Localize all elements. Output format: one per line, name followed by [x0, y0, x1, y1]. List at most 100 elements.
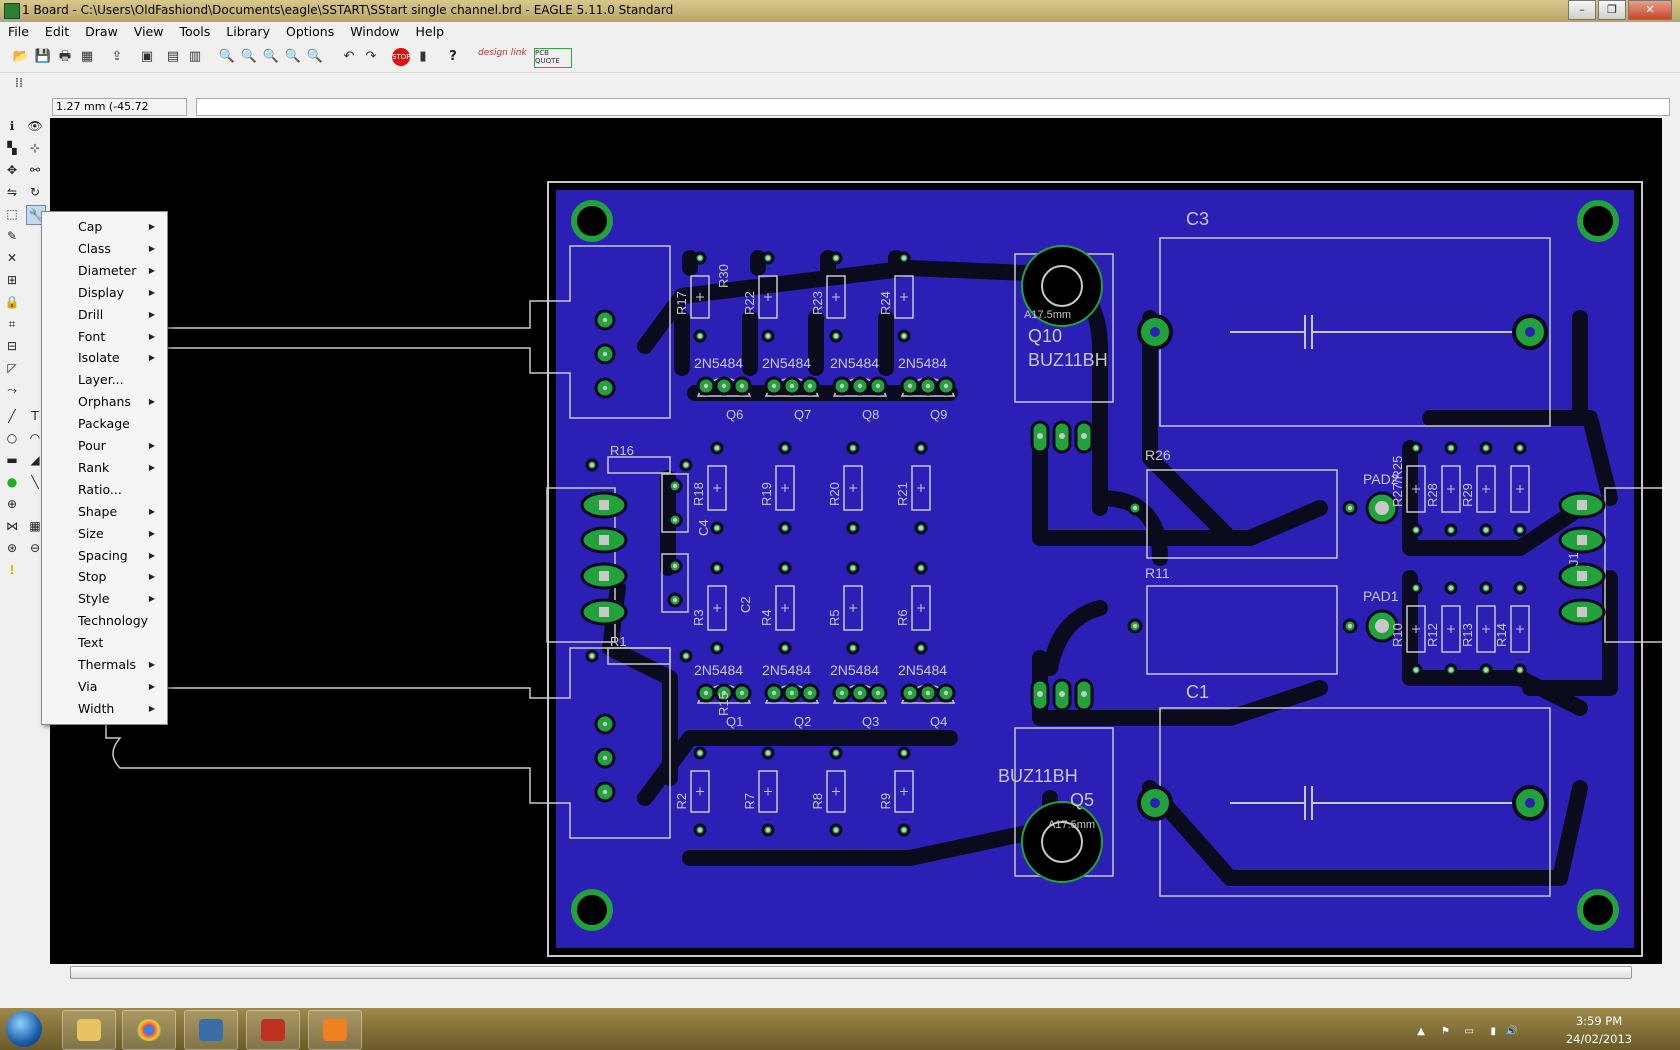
copy-icon[interactable]: ⚯ — [29, 163, 41, 177]
menu-item-package[interactable]: Package — [43, 413, 165, 434]
menu-item-thermals[interactable]: Thermals▶ — [43, 654, 165, 675]
vertical-scrollbar[interactable] — [1662, 118, 1680, 964]
zoom-select-icon[interactable]: 🔍 — [306, 49, 324, 64]
export-icon[interactable]: ⇪ — [111, 49, 123, 64]
menu-library[interactable]: Library — [226, 24, 270, 39]
save-icon[interactable]: 💾 — [34, 49, 52, 64]
menu-window[interactable]: Window — [350, 24, 400, 39]
taskbar-explorer[interactable] — [62, 1010, 116, 1050]
menu-item-class[interactable]: Class▶ — [43, 238, 165, 259]
menu-item-isolate[interactable]: Isolate▶ — [43, 347, 165, 368]
smash-icon[interactable]: ⊟ — [6, 339, 18, 353]
menu-edit[interactable]: Edit — [44, 24, 70, 39]
menu-item-via[interactable]: Via▶ — [43, 676, 165, 697]
tray-date[interactable]: 24/02/2013 — [1565, 1032, 1633, 1046]
design-link-button[interactable]: design link — [478, 48, 527, 58]
zoom-fit-icon[interactable]: 🔍 — [218, 49, 236, 64]
ratsnest-icon[interactable]: ⋈ — [6, 519, 18, 533]
menu-item-font[interactable]: Font▶ — [43, 326, 165, 347]
paste-icon[interactable]: ✎ — [6, 229, 18, 243]
menu-item-cap[interactable]: Cap▶ — [43, 216, 165, 237]
menu-item-orphans[interactable]: Orphans▶ — [43, 391, 165, 412]
drc-icon[interactable]: ⊛ — [6, 541, 18, 555]
miter-icon[interactable]: ◸ — [7, 361, 17, 375]
zoom-out-icon[interactable]: 🔍 — [262, 49, 280, 64]
wire-icon[interactable]: ╱ — [8, 409, 16, 423]
pcb-quote-button[interactable]: PCB QUOTE — [534, 48, 572, 68]
info-icon[interactable]: ℹ — [9, 119, 15, 133]
text-icon[interactable]: T — [31, 409, 39, 423]
menu-item-size[interactable]: Size▶ — [43, 523, 165, 544]
close-button[interactable]: ✕ — [1628, 0, 1672, 20]
help-icon[interactable]: ? — [449, 49, 457, 64]
rect-icon[interactable]: ▬ — [6, 453, 18, 467]
menu-item-style[interactable]: Style▶ — [43, 588, 165, 609]
menu-item-technology[interactable]: Technology — [43, 610, 165, 631]
menu-tools[interactable]: Tools — [179, 24, 211, 39]
display-icon[interactable]: ▚ — [7, 141, 17, 155]
minimize-button[interactable]: – — [1568, 0, 1596, 20]
menu-item-width[interactable]: Width▶ — [43, 698, 165, 719]
maximize-button[interactable]: ❐ — [1598, 0, 1626, 20]
rotate-icon[interactable]: ↻ — [29, 185, 41, 199]
errors-icon[interactable]: ⊖ — [29, 541, 41, 555]
undo-icon[interactable]: ↶ — [343, 49, 355, 64]
print-icon[interactable]: 🖶 — [58, 49, 72, 64]
route-icon[interactable]: ⤳ — [7, 383, 17, 397]
go-icon[interactable]: ▮ — [419, 49, 427, 64]
circle-icon[interactable]: ○ — [6, 431, 18, 445]
zoom-in-icon[interactable]: 🔍 — [240, 49, 258, 64]
warning-icon[interactable]: ! — [9, 563, 15, 577]
stop-icon[interactable]: STOP — [392, 48, 410, 66]
show-icon[interactable]: 👁 — [27, 119, 43, 133]
library-icon[interactable]: ▣ — [140, 49, 154, 64]
cam-icon[interactable]: ▦ — [80, 49, 94, 64]
menu-item-stop[interactable]: Stop▶ — [43, 566, 165, 587]
mirror-icon[interactable]: ⇋ — [6, 185, 18, 199]
taskbar-media[interactable] — [308, 1010, 362, 1050]
group-icon[interactable]: ⬚ — [6, 207, 18, 221]
menu-item-rank[interactable]: Rank▶ — [43, 457, 165, 478]
grid-icon[interactable]: ⁞⁞ — [14, 76, 24, 91]
auto-icon[interactable]: ▦ — [29, 519, 41, 533]
menu-item-spacing[interactable]: Spacing▶ — [43, 545, 165, 566]
tray-volume-icon[interactable]: 🔊 — [1505, 1026, 1518, 1037]
polygon-icon[interactable]: ◢ — [30, 453, 40, 467]
script-icon[interactable]: ▤ — [166, 49, 180, 64]
tray-flag-icon[interactable]: ⚑ — [1441, 1026, 1450, 1037]
command-line-input[interactable] — [196, 98, 1670, 116]
menu-view[interactable]: View — [133, 24, 164, 39]
tray-monitor-icon[interactable]: ▭ — [1464, 1026, 1474, 1037]
menu-item-pour[interactable]: Pour▶ — [43, 435, 165, 456]
redo-icon[interactable]: ↷ — [365, 49, 377, 64]
tray-network-icon[interactable]: ▮ — [1490, 1026, 1496, 1037]
delete-icon[interactable]: ✕ — [6, 251, 18, 265]
menu-help[interactable]: Help — [415, 24, 445, 39]
signal-icon[interactable]: ╲ — [31, 475, 39, 489]
menu-item-shape[interactable]: Shape▶ — [43, 501, 165, 522]
add-icon[interactable]: ⊞ — [6, 273, 18, 287]
taskbar-eagle[interactable] — [246, 1010, 300, 1050]
via-icon[interactable]: ● — [6, 475, 18, 489]
horizontal-scrollbar[interactable] — [50, 964, 1662, 980]
start-button[interactable] — [6, 1011, 42, 1047]
menu-file[interactable]: File — [8, 24, 29, 39]
ulp-icon[interactable]: ▥ — [188, 49, 202, 64]
menu-item-diameter[interactable]: Diameter▶ — [43, 260, 165, 281]
tray-time[interactable]: 3:59 PM — [1575, 1014, 1623, 1028]
hole-icon[interactable]: ⊕ — [6, 497, 18, 511]
arc-icon[interactable]: ◠ — [29, 431, 41, 445]
menu-draw[interactable]: Draw — [85, 24, 118, 39]
taskbar-chrome[interactable] — [122, 1010, 176, 1050]
open-icon[interactable]: 📂 — [12, 49, 30, 64]
zoom-redraw-icon[interactable]: 🔍 — [284, 49, 302, 64]
move-icon[interactable]: ✥ — [6, 163, 18, 177]
menu-options[interactable]: Options — [285, 24, 335, 39]
menu-item-layer[interactable]: Layer... — [43, 369, 165, 390]
tray-show-hidden-icon[interactable]: ▲ — [1417, 1026, 1425, 1037]
mark-icon[interactable]: ⊹ — [29, 141, 41, 155]
menu-item-display[interactable]: Display▶ — [43, 282, 165, 303]
taskbar-app3[interactable] — [184, 1010, 238, 1050]
menu-item-drill[interactable]: Drill▶ — [43, 304, 165, 325]
